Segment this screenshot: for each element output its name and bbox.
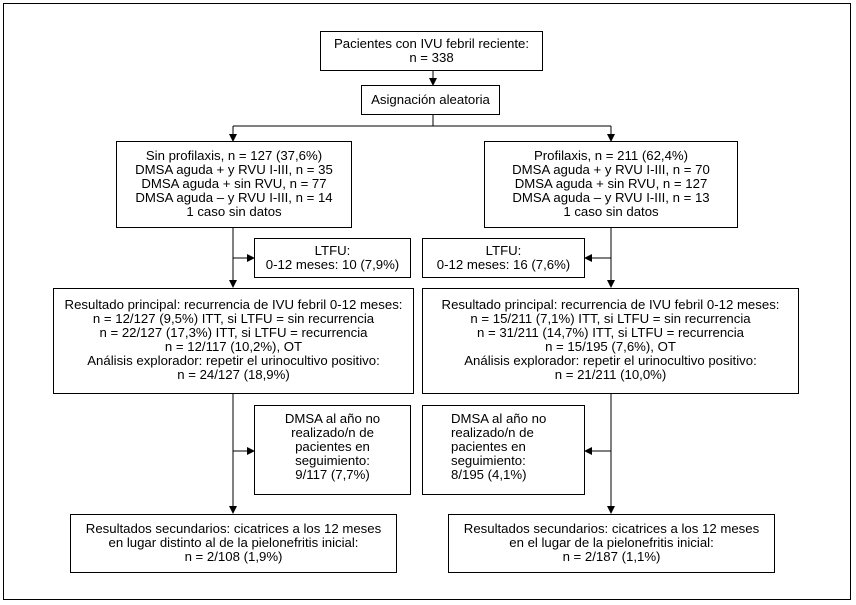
group-line: 1 caso sin datos xyxy=(563,204,659,219)
ltfu-line: LTFU: xyxy=(314,243,351,258)
dmsa-line: DMSA al año no xyxy=(451,411,547,426)
group-line: DMSA aguda + y RVU I-III, n = 70 xyxy=(512,162,710,177)
ltfu-line: LTFU: xyxy=(485,243,522,258)
no-prophylaxis-box: Sin profilaxis, n = 127 (37,6%) DMSA agu… xyxy=(116,141,352,228)
secondary-line: en lugar distinto al de la pielonefritis… xyxy=(108,535,359,550)
left-dmsa-box: DMSA al año no realizado/n de pacientes … xyxy=(254,405,411,495)
secondary-line: Resultados secundarios: cicatrices a los… xyxy=(85,521,382,536)
primary-line: n = 12/117 (10,2%), OT xyxy=(164,339,303,354)
primary-line: n = 24/127 (18,9%) xyxy=(177,367,290,382)
dmsa-line: 9/117 (7,7%) xyxy=(295,467,370,482)
dmsa-line: pacientes en xyxy=(451,439,526,454)
right-ltfu-box: LTFU: 0-12 meses: 16 (7,6%) xyxy=(422,238,585,278)
right-primary-outcome-box: Resultado principal: recurrencia de IVU … xyxy=(422,288,799,394)
primary-line: n = 15/211 (7,1%) ITT, si LTFU = sin rec… xyxy=(470,311,751,326)
group-line: DMSA aguda + sin RVU, n = 77 xyxy=(141,176,327,191)
secondary-line: en el lugar de la pielonefritis inicial: xyxy=(509,535,714,550)
randomization-box: Asignación aleatoria xyxy=(361,85,500,115)
primary-line: n = 31/211 (14,7%) ITT, si LTFU = recurr… xyxy=(476,325,745,340)
primary-line: Análisis explorador: repetir el urinocul… xyxy=(464,353,757,368)
dmsa-line: seguimiento: xyxy=(451,453,526,468)
dmsa-line: pacientes en xyxy=(295,439,370,454)
primary-line: Resultado principal: recurrencia de IVU … xyxy=(64,297,403,312)
primary-line: n = 21/211 (10,0%) xyxy=(554,367,667,382)
left-primary-outcome-box: Resultado principal: recurrencia de IVU … xyxy=(53,288,414,394)
secondary-line: n = 2/108 (1,9%) xyxy=(184,549,283,564)
primary-line: Análisis explorador: repetir el urinocul… xyxy=(87,353,380,368)
right-secondary-outcome-box: Resultados secundarios: cicatrices a los… xyxy=(448,514,775,573)
group-line: DMSA aguda – y RVU I-III, n = 13 xyxy=(512,190,710,205)
ltfu-line: 0-12 meses: 10 (7,9%) xyxy=(265,257,400,272)
start-box: Pacientes con IVU febril reciente: n = 3… xyxy=(320,31,543,71)
dmsa-line: 8/195 (4,1%) xyxy=(451,467,527,482)
group-line: Profilaxis, n = 211 (62,4%) xyxy=(533,148,689,163)
secondary-line: n = 2/187 (1,1%) xyxy=(562,549,661,564)
dmsa-line: realizado/n de xyxy=(291,425,374,440)
ltfu-line: 0-12 meses: 16 (7,6%) xyxy=(436,257,571,272)
dmsa-line: seguimiento: xyxy=(295,453,370,468)
primary-line: Resultado principal: recurrencia de IVU … xyxy=(441,297,780,312)
group-line: DMSA aguda + y RVU I-III, n = 35 xyxy=(135,162,333,177)
dmsa-line: realizado/n de xyxy=(451,425,534,440)
group-line: 1 caso sin datos xyxy=(186,204,282,219)
figure-frame xyxy=(3,3,851,600)
randomization-label: Asignación aleatoria xyxy=(371,92,490,107)
primary-line: n = 12/127 (9,5%) ITT, si LTFU = sin rec… xyxy=(92,311,375,326)
secondary-line: Resultados secundarios: cicatrices a los… xyxy=(463,521,760,536)
dmsa-line: DMSA al año no xyxy=(284,411,381,426)
left-ltfu-box: LTFU: 0-12 meses: 10 (7,9%) xyxy=(254,238,411,278)
primary-line: n = 22/127 (17,3%) ITT, si LTFU = recurr… xyxy=(99,325,368,340)
group-line: Sin profilaxis, n = 127 (37,6%) xyxy=(145,148,323,163)
start-line: n = 338 xyxy=(409,50,454,65)
left-secondary-outcome-box: Resultados secundarios: cicatrices a los… xyxy=(70,514,397,573)
group-line: DMSA aguda + sin RVU, n = 127 xyxy=(514,176,708,191)
right-dmsa-box: DMSA al año no realizado/n de pacientes … xyxy=(422,405,585,495)
start-line: Pacientes con IVU febril reciente: xyxy=(334,36,529,51)
prophylaxis-box: Profilaxis, n = 211 (62,4%) DMSA aguda +… xyxy=(484,141,738,228)
primary-line: n = 15/195 (7,6%), OT xyxy=(545,339,676,354)
group-line: DMSA aguda – y RVU I-III, n = 14 xyxy=(135,190,333,205)
